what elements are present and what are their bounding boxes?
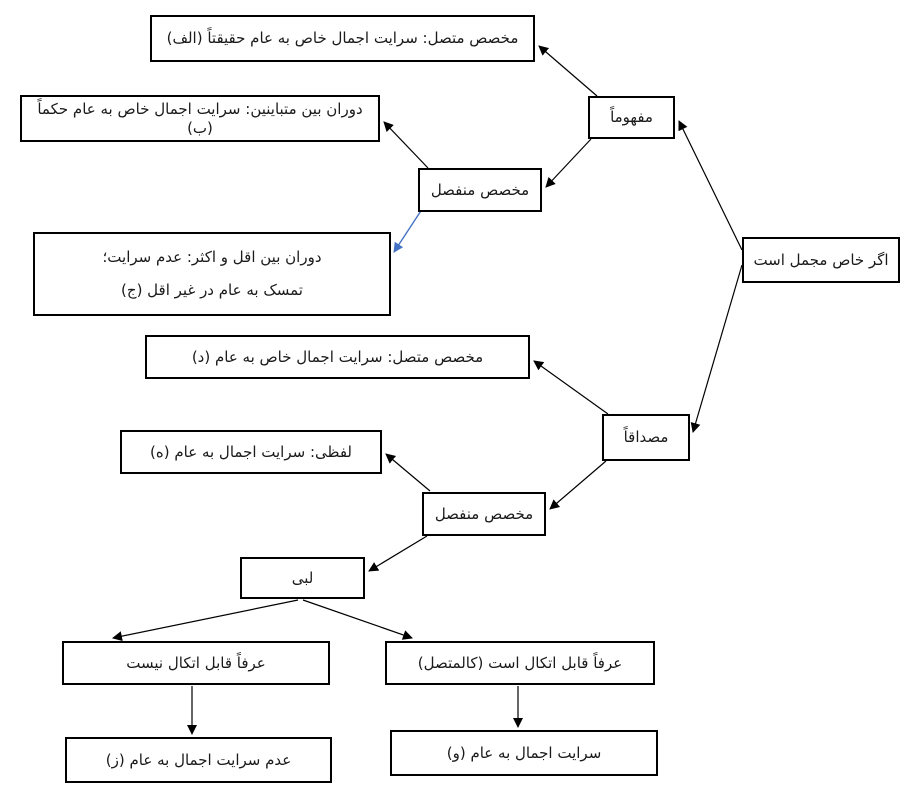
arrow-labbi-to-orfan-nist	[112, 599, 299, 642]
arrow-root-to-mafhuman	[678, 120, 743, 251]
node-mokhassas-mottasel-mafhum: مخصص متصل: سرایت اجمال خاص به عام حقیقتا…	[150, 15, 535, 62]
node-dawaran-mutabayinayn: دوران بین متباینین: سرایت اجمال خاص به ع…	[20, 95, 380, 142]
node-root-khass-mojmal: اگر خاص مجمل است	[742, 237, 900, 283]
arrow-monfasel2-to-he	[385, 453, 431, 492]
node-jim-line2: تمسک به عام در غیر اقل (ج)	[121, 281, 303, 299]
node-sarayat-ejmal: سرایت اجمال به عام (و)	[390, 730, 658, 776]
node-orfan-ghabel-ettekal-ast: عرفاً قابل اتکال است (کالمتصل)	[385, 641, 655, 685]
node-mesdaghan: مصداقاً	[602, 414, 690, 461]
arrow-labbi-to-orfan-ast	[302, 599, 413, 640]
arrow-mesdaghan-to-monfasel2	[549, 460, 607, 510]
node-mokhassas-monfasel-mafhum: مخصص منفصل	[418, 168, 542, 212]
arrow-mesdaghan-to-dal	[533, 360, 609, 415]
node-mokhassas-monfasel-mesdagh: مخصص منفصل	[422, 492, 546, 536]
node-mokhassas-mottasel-mesdagh: مخصص متصل: سرایت اجمال خاص به عام (د)	[145, 335, 530, 379]
node-jim-line1: دوران بین اقل و اکثر: عدم سرایت؛	[102, 248, 322, 267]
arrow-root-to-mesdaghan	[690, 264, 743, 433]
node-labbi: لبی	[240, 557, 365, 599]
arrow-monfasel1-to-be	[383, 121, 429, 169]
node-mafhuman: مفهوماً	[588, 96, 675, 139]
node-lafzi: لفظی: سرایت اجمال به عام (ه)	[120, 430, 382, 474]
arrow-monfasel2-to-labbi	[368, 535, 428, 572]
arrow-mafhuman-to-monfasel1	[545, 138, 592, 188]
node-adam-sarayat-ejmal: عدم سرایت اجمال به عام (ز)	[65, 737, 332, 783]
node-orfan-ghabel-ettekal-nist: عرفاً قابل اتکال نیست	[62, 641, 330, 685]
node-dawaran-aqal-aksar: دوران بین اقل و اکثر: عدم سرایت؛ تمسک به…	[33, 232, 391, 316]
arrow-mafhuman-to-alef	[538, 45, 598, 97]
